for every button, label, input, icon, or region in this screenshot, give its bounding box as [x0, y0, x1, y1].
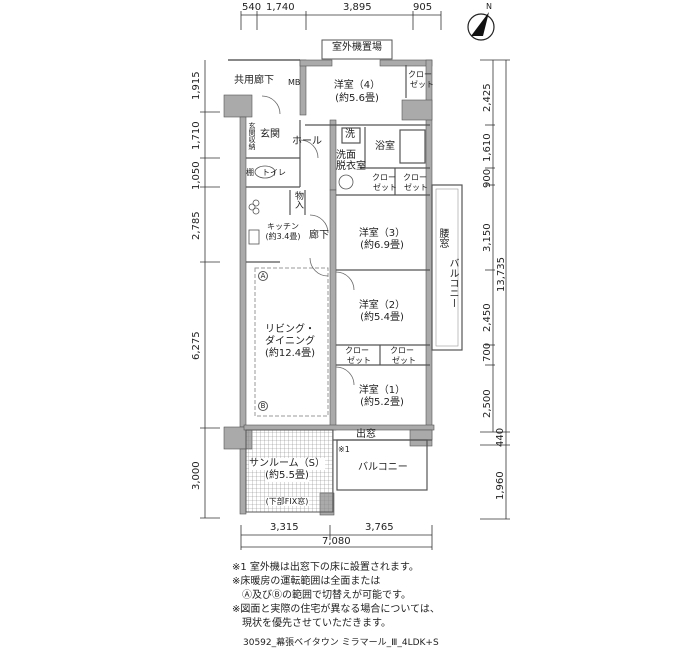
left-dim-6: 3,000	[191, 461, 202, 490]
room4-size: (約5.6畳)	[335, 93, 379, 104]
right-dim-8: 440	[495, 427, 506, 447]
closet-room4-1: クロー	[408, 70, 432, 79]
left-dim-3: 1,050	[191, 161, 202, 190]
washroom-label-2: 脱衣室	[336, 161, 366, 172]
living-label-2: ダイニング	[265, 336, 315, 347]
sunroom-size: (約5.5畳)	[265, 470, 309, 482]
right-dim-2: 1,610	[482, 133, 493, 162]
sunroom-label: サンルーム（S）	[248, 458, 326, 470]
toilet-label: トイレ	[262, 168, 286, 177]
right-dim-5: 2,450	[482, 303, 493, 332]
common-corridor-label: 共用廊下	[234, 75, 274, 86]
closet-wash-4: ゼット	[404, 183, 428, 192]
right-dim-4: 3,150	[482, 223, 493, 252]
shelf-label: 棚	[246, 168, 254, 177]
room2-label: 洋室（2）	[358, 300, 406, 311]
corridor-label: 廊下	[309, 230, 329, 241]
left-dim-4: 2,785	[191, 211, 202, 240]
bottom-dimension-line	[240, 525, 433, 550]
entrance-storage-label: 玄関収納	[248, 122, 256, 150]
entrance-label: 玄関	[260, 129, 280, 140]
north-compass	[467, 12, 495, 41]
bottom-dim-total: 7,080	[322, 536, 351, 547]
right-dim-9: 1,960	[495, 471, 506, 500]
top-dimension-line	[240, 11, 442, 30]
left-dim-2: 1,710	[191, 121, 202, 150]
room2-size: (約5.4畳)	[360, 312, 404, 323]
living-size: (約12.4畳)	[264, 348, 316, 359]
storage-label: 物入	[293, 191, 303, 209]
balcony-side-label: バルコニー	[447, 258, 458, 308]
floor-heating-mark-a: A	[258, 271, 268, 281]
bay-window-label: 出窓	[356, 429, 376, 440]
room3-size: (約6.9畳)	[360, 240, 404, 251]
left-dim-1: 1,915	[191, 71, 202, 100]
balcony-label: バルコニー	[358, 462, 408, 473]
washroom-label-1: 洗面	[336, 150, 356, 161]
room4-label: 洋室（4）	[333, 80, 381, 91]
room1-size: (約5.2畳)	[360, 397, 404, 408]
right-dimension-line	[480, 59, 510, 520]
left-dimension-line	[200, 60, 220, 519]
fix-window-label: (下部FIX窓)	[265, 497, 309, 506]
kitchen-size: (約3.4畳)	[265, 232, 301, 241]
closet-room4-2: ゼット	[410, 80, 434, 89]
right-dim-1: 2,425	[482, 83, 493, 112]
room3-label: 洋室（3）	[358, 228, 406, 239]
top-dim-4: 905	[413, 2, 433, 13]
kitchen-label: キッチン	[267, 222, 299, 231]
right-dim-7: 2,500	[482, 389, 493, 418]
floor-heating-mark-b: B	[258, 401, 268, 411]
closet-room2-2: ゼット	[347, 356, 371, 365]
top-dim-2: 1,740	[266, 2, 295, 13]
note-mark-1: ※1	[338, 445, 350, 454]
closet-wash-2: ゼット	[373, 183, 397, 192]
wash-label: 洗	[345, 129, 355, 140]
mb-label: MB	[288, 78, 301, 87]
living-label-1: リビング・	[265, 324, 315, 335]
footer-caption: 30592_幕張ベイタウン ミラマール_Ⅲ_4LDK+S	[243, 638, 439, 648]
bath-label: 浴室	[375, 141, 395, 152]
note-2: ※床暖房の運転範囲は全面または	[232, 576, 381, 587]
note-4: ※図面と実際の住宅が異なる場合については、	[232, 604, 440, 615]
note-1: ※1 室外機は出窓下の床に設置されます。	[232, 562, 419, 573]
bottom-dim-1: 3,315	[270, 522, 299, 533]
room1-label: 洋室（1）	[358, 385, 406, 396]
top-dim-1: 540	[242, 2, 262, 13]
closet-wash-3: クロー	[403, 173, 427, 182]
left-dim-5: 6,275	[191, 331, 202, 360]
right-dim-total: 13,735	[496, 257, 507, 292]
north-label: N	[486, 2, 492, 11]
closet-wash-1: クロー	[372, 173, 396, 182]
top-dim-3: 3,895	[343, 2, 372, 13]
right-dim-6: 700	[482, 342, 493, 362]
closet-room2-3: クロー	[390, 346, 414, 355]
waist-window-label: 腰窓	[437, 228, 448, 248]
note-5: 現状を優先させていただきます。	[232, 618, 391, 629]
bottom-dim-2: 3,765	[365, 522, 394, 533]
right-dim-3: 900	[482, 168, 493, 188]
outdoor-unit-label: 室外機置場	[332, 42, 382, 53]
closet-room2-1: クロー	[345, 346, 369, 355]
closet-room2-4: ゼット	[392, 356, 416, 365]
note-3: Ⓐ及びⒷの範囲で切替えが可能です。	[232, 590, 411, 601]
hall-label: ホール	[292, 136, 322, 147]
